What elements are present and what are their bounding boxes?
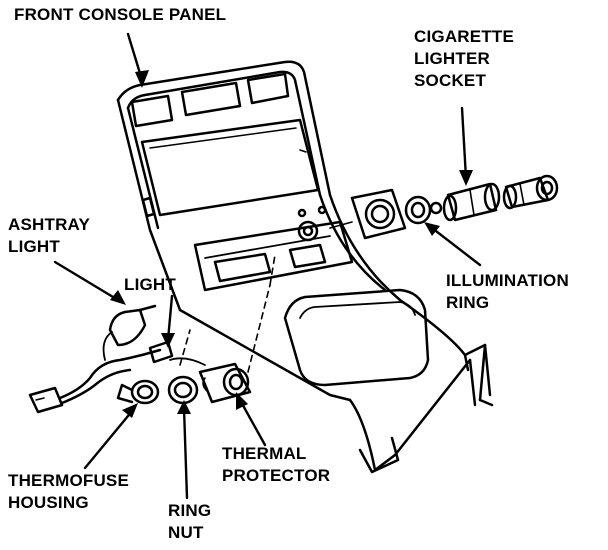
label-ashtray-light: ASHTRAY LIGHT <box>8 214 90 258</box>
console-body <box>116 60 494 474</box>
label-line: SOCKET <box>414 71 487 90</box>
label-thermal-protector: THERMAL PROTECTOR <box>222 443 330 487</box>
storage-tray <box>283 288 430 387</box>
label-line: CIGARETTE <box>414 27 515 46</box>
label-line: NUT <box>168 523 204 542</box>
label-line: FRONT CONSOLE PANEL <box>14 5 227 24</box>
label-front-console-panel: FRONT CONSOLE PANEL <box>14 4 226 26</box>
display-opening <box>140 118 320 217</box>
vent-openings <box>130 72 290 128</box>
label-line: RING <box>168 501 212 520</box>
ashtray-recess <box>193 205 354 292</box>
label-line: LIGHT <box>124 275 176 294</box>
label-line: PROTECTOR <box>222 466 331 485</box>
label-line: ILLUMINATION <box>446 271 569 290</box>
label-line: LIGHTER <box>414 49 491 68</box>
label-ring-nut: RING NUT <box>168 500 211 544</box>
arrowheads <box>110 70 473 418</box>
label-line: LIGHT <box>8 237 60 256</box>
mounting-clip <box>141 196 156 218</box>
label-line: THERMOFUSE <box>8 471 129 490</box>
label-line: RING <box>446 293 490 312</box>
label-line: THERMAL <box>222 444 307 463</box>
label-thermofuse-housing: THERMOFUSE HOUSING <box>8 470 129 514</box>
label-line: ASHTRAY <box>8 215 91 234</box>
lighter-assembly <box>329 174 559 240</box>
label-cigarette-lighter-socket: CIGARETTE LIGHTER SOCKET <box>414 26 514 92</box>
label-light: LIGHT <box>124 274 176 296</box>
label-illumination-ring: ILLUMINATION RING <box>446 270 569 314</box>
label-line: HOUSING <box>8 493 89 512</box>
